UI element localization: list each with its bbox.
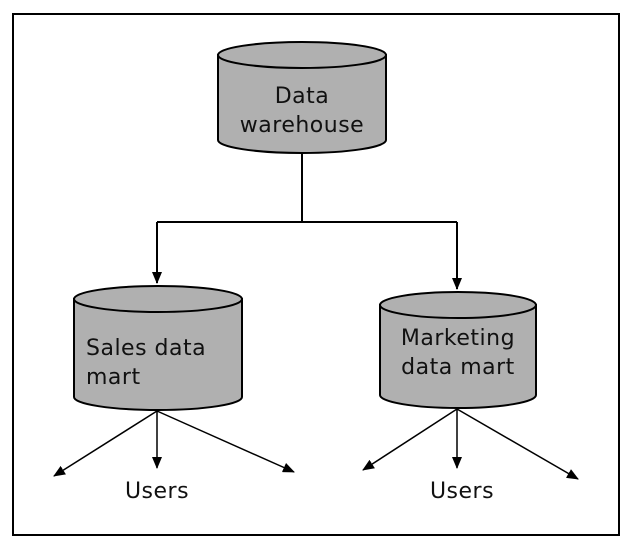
data-warehouse-body [217, 54, 387, 154]
sales-users-arrow-left [53, 410, 158, 477]
data-warehouse-label-line2: warehouse [240, 113, 364, 138]
marketing-data-mart-label-line1: Marketing [401, 326, 515, 351]
marketing-data-mart-cylinder: Marketing data mart [379, 291, 537, 409]
users-label-left: Users [125, 479, 189, 504]
marketing-users-arrow-left [362, 408, 458, 471]
warehouse-to-marts-connector [157, 153, 457, 223]
marketing-data-mart-top [379, 291, 537, 319]
data-warehouse-label-line1: Data [275, 84, 330, 109]
data-warehouse-cylinder: Data warehouse [217, 41, 387, 154]
marketing-data-mart-label-line2: data mart [401, 355, 515, 380]
sales-data-mart-label-line2: mart [86, 365, 141, 390]
sales-data-mart-top [73, 285, 243, 313]
marketing-users-arrow-right [456, 408, 579, 480]
marketing-data-mart-body [379, 304, 537, 409]
users-label-right: Users [430, 479, 494, 504]
data-warehouse-top [217, 41, 387, 69]
sales-users-arrow-right [156, 410, 295, 473]
sales-data-mart-body [73, 298, 243, 411]
sales-data-mart-label-line1: Sales data [86, 336, 206, 361]
sales-data-mart-cylinder: Sales data mart [73, 285, 243, 411]
